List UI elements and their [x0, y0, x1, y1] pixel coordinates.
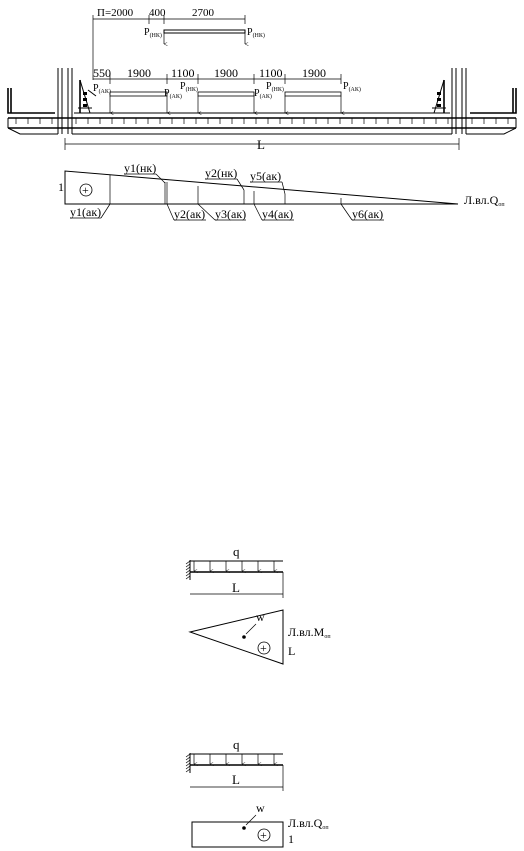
influence-line-shape: [188, 609, 284, 665]
unit-ordinate-label: 1: [288, 832, 294, 846]
influence-line-q2: + w Л.вл.Qоп 1: [191, 801, 329, 848]
dim-1900-label: 1900: [127, 66, 151, 80]
plus-sign: +: [260, 828, 267, 842]
y1-nk-label: y1(нк): [124, 161, 156, 175]
hatch-stroke: [185, 569, 191, 574]
nk-load-scheme: П=2000 400 2700 P(НК) P(НК): [92, 7, 265, 80]
plus-sign: +: [82, 183, 89, 197]
leader-line: [281, 181, 286, 195]
span-L-label: L: [232, 772, 240, 787]
y3-ak-label: y3(ак): [215, 207, 246, 221]
hatch-stroke: [185, 768, 191, 773]
influence-line-q: + 1 y1(нк) y2(нк) y5(ак) y1(ак) y2(ак) y…: [58, 161, 505, 221]
support-hatch: [185, 753, 191, 773]
load-point-dot: [242, 826, 246, 830]
influence-line-title: Л.вл.Qоп: [464, 193, 505, 208]
y2-ak-label: y2(ак): [174, 207, 205, 221]
distributed-load-arrows: [193, 561, 274, 571]
leader-line: [166, 203, 175, 221]
ak-axle-beam: [197, 91, 255, 97]
dim-1900-label: 1900: [214, 66, 238, 80]
plus-circle: [257, 828, 271, 842]
span-2000-label: П=2000: [97, 7, 134, 19]
y4-ak-label: y4(ак): [262, 207, 293, 221]
beam-2: q L: [185, 737, 284, 791]
left-barrier: [78, 79, 97, 114]
distributed-load-arrows: [193, 754, 274, 764]
hatch-stroke: [185, 572, 191, 577]
y1-ak-label: y1(ак): [70, 205, 101, 219]
nk-load-label: P(НК): [180, 81, 198, 93]
load-point-dot: [242, 635, 246, 639]
hatch-stroke: [185, 566, 191, 571]
leader-line: [197, 203, 216, 221]
dim-1100-label: 1100: [259, 66, 283, 80]
right-barrier: [432, 79, 446, 114]
q-label: q: [233, 737, 240, 752]
nk-load-right-label: P(НК): [247, 27, 265, 39]
L-ordinate-label: L: [288, 644, 295, 658]
hatch-stroke: [185, 753, 191, 758]
y2-nk-label: y2(нк): [205, 166, 237, 180]
leader-line: [253, 203, 263, 221]
plus-sign: +: [260, 641, 267, 655]
leader-line: [236, 178, 245, 191]
nk-load-label: P(НК): [266, 81, 284, 93]
hatch-stroke: [185, 756, 191, 761]
support-hatch: [185, 560, 191, 580]
rebar-ticks: [15, 118, 509, 124]
influence-line-title: Л.вл.Моп: [288, 625, 331, 640]
plus-circle: [79, 183, 93, 197]
unit-ordinate-label: 1: [58, 180, 64, 194]
influence-line-m: + w Л.вл.Моп L: [188, 609, 331, 665]
hatch-stroke: [185, 765, 191, 770]
ak-load-scheme: P(АК) P(АК) P(НК) P(АК) P(НК) P(АК): [93, 81, 361, 113]
nk-load-left-label: P(НК): [144, 27, 162, 39]
plus-circle: [257, 641, 271, 655]
dim-1900-label: 1900: [302, 66, 326, 80]
ak-load-label: P(АК): [93, 83, 111, 95]
w-label: w: [256, 610, 265, 624]
leader-line: [245, 814, 257, 826]
dim-400-label: 400: [149, 7, 166, 19]
hatch-stroke: [185, 575, 191, 580]
ak-load-label: P(АК): [254, 88, 272, 100]
span-L-label: L: [257, 137, 265, 152]
influence-line-shape: [191, 821, 284, 848]
leader-line: [340, 203, 353, 221]
ak-load-label: P(АК): [343, 81, 361, 93]
span-dimension: L: [64, 137, 460, 152]
leader-line: [100, 203, 111, 219]
beam-1: q L: [185, 544, 284, 598]
right-haunch: [466, 127, 517, 135]
ak-dimension-chain: 550 1900 1100 1900 1100 1900: [93, 66, 342, 84]
left-sidewalk: [7, 88, 55, 114]
hatch-stroke: [185, 762, 191, 767]
ak-load-label: P(АК): [164, 88, 182, 100]
influence-line-title: Л.вл.Qоп: [288, 816, 329, 831]
leader-line: [155, 173, 166, 184]
nk-axle-beam: [163, 29, 246, 34]
left-haunch: [7, 127, 58, 135]
w-label: w: [256, 801, 265, 815]
hatch-stroke: [185, 563, 191, 568]
dim-550-label: 550: [93, 66, 111, 80]
span-L-label: L: [232, 580, 240, 595]
right-sidewalk: [470, 88, 517, 114]
bridge-cross-section: [7, 68, 517, 135]
leader-line: [245, 623, 257, 635]
ak-axle-beam: [284, 91, 342, 97]
dim-2700-label: 2700: [192, 7, 215, 19]
hatch-stroke: [185, 759, 191, 764]
y5-ak-label: y5(ак): [250, 169, 281, 183]
hatch-stroke: [185, 560, 191, 565]
dim-1100-label: 1100: [171, 66, 195, 80]
y6-ak-label: y6(ак): [352, 207, 383, 221]
influence-line-shape: [64, 170, 459, 205]
q-label: q: [233, 544, 240, 559]
ak-axle-beam: [109, 91, 168, 97]
